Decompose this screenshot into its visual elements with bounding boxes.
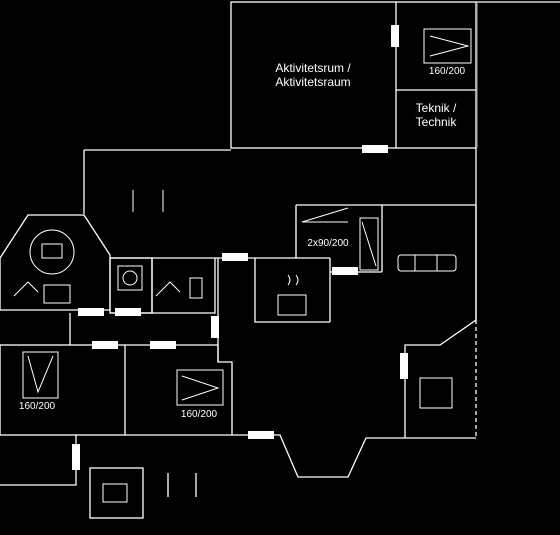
bed-icon xyxy=(22,351,59,399)
bay-window xyxy=(232,434,405,478)
sauna-room-walls xyxy=(0,214,111,311)
bed-icon xyxy=(301,207,379,271)
washing-machine-icon xyxy=(117,265,143,291)
entry-walls xyxy=(0,435,197,519)
sofa-icon xyxy=(397,254,457,272)
toilet-icon xyxy=(13,281,71,304)
living-area-walls xyxy=(404,148,477,439)
activity-room-label: Aktivitetsrum / Aktivitetsraum xyxy=(275,61,351,89)
kitchen-walls xyxy=(215,257,331,362)
corridor-walls xyxy=(83,149,231,214)
doors xyxy=(72,25,408,470)
toilet-icon xyxy=(155,277,203,299)
bed-icon xyxy=(176,369,224,406)
bed-left-label: 160/200 xyxy=(18,401,56,412)
activity-room-walls xyxy=(230,1,560,149)
center-bedroom-walls xyxy=(125,345,233,436)
stove-icon xyxy=(277,274,307,316)
fireplace-icon xyxy=(419,377,453,409)
bed-double-label: 2x90/200 xyxy=(307,238,349,249)
stair-marks xyxy=(132,190,164,212)
bed-icon xyxy=(423,28,472,64)
sauna-icon xyxy=(102,483,128,503)
bed-top-right-label: 160/200 xyxy=(428,66,466,77)
technical-room-label: Teknik / Technik xyxy=(415,101,457,129)
bed-center-label: 160/200 xyxy=(180,409,218,420)
sauna-icon xyxy=(29,229,75,275)
